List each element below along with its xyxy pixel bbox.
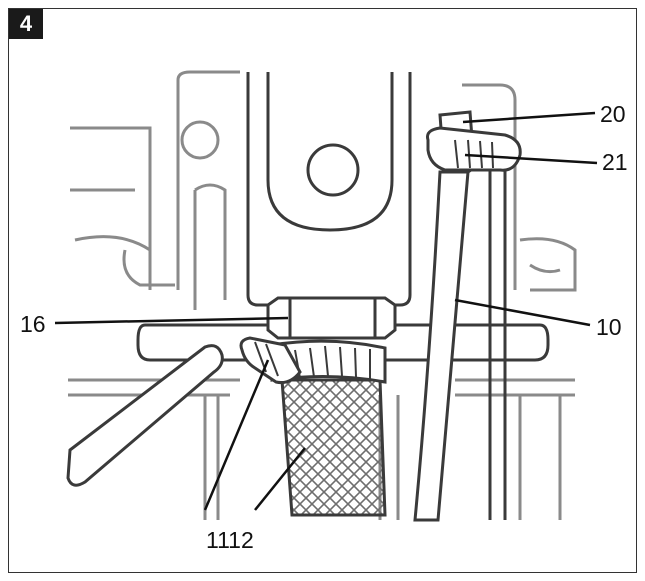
callout-16: 16 [20, 311, 46, 337]
callout-20: 20 [600, 101, 626, 127]
leader-10 [454, 298, 591, 327]
fork-bracket [246, 72, 412, 307]
hex-nut [266, 296, 397, 340]
step-number-badge: 4 [9, 9, 43, 39]
leader-1112a [203, 359, 270, 511]
leader-1112b [254, 447, 306, 511]
hose-clamp-upper [426, 110, 522, 172]
leader-16 [54, 316, 289, 325]
hose-clamp-lower [239, 336, 387, 384]
thin-hose [413, 160, 507, 522]
braided-hose [280, 378, 387, 517]
leader-20 [462, 111, 596, 124]
callout-10: 10 [596, 314, 622, 340]
callout-21: 21 [602, 149, 628, 175]
callout-1112: 1112 [206, 527, 254, 553]
leader-lines [54, 111, 598, 511]
screwdriver [66, 344, 224, 487]
background-frame-left [68, 70, 240, 397]
leader-21 [464, 153, 598, 165]
